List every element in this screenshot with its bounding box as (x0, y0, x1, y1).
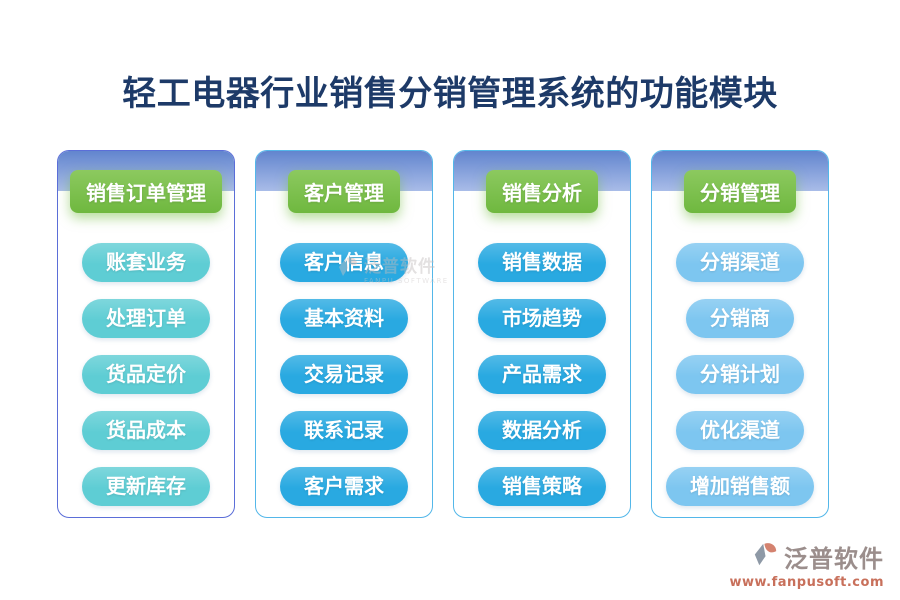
module-item[interactable]: 分销计划 (676, 355, 804, 394)
module-item[interactable]: 货品成本 (82, 411, 210, 450)
module-item[interactable]: 增加销售额 (666, 467, 814, 506)
module-item[interactable]: 联系记录 (280, 411, 408, 450)
module-item[interactable]: 销售策略 (478, 467, 606, 506)
module-item[interactable]: 数据分析 (478, 411, 606, 450)
module-header[interactable]: 销售订单管理 (70, 170, 222, 213)
module-items: 分销渠道分销商分销计划优化渠道增加销售额 (652, 243, 828, 506)
module-item[interactable]: 客户需求 (280, 467, 408, 506)
brand-footer: 泛普软件 www.fanpusoft.com (729, 539, 884, 590)
module-item[interactable]: 客户信息 (280, 243, 408, 282)
module-item[interactable]: 交易记录 (280, 355, 408, 394)
module-header[interactable]: 销售分析 (486, 170, 598, 213)
module-card-4: 分销管理分销渠道分销商分销计划优化渠道增加销售额 (651, 150, 829, 518)
module-header[interactable]: 客户管理 (288, 170, 400, 213)
module-columns: 销售订单管理账套业务处理订单货品定价货品成本更新库存客户管理客户信息基本资料交易… (57, 150, 829, 518)
module-item[interactable]: 市场趋势 (478, 299, 606, 338)
page-title: 轻工电器行业销售分销管理系统的功能模块 (122, 74, 778, 114)
module-items: 客户信息基本资料交易记录联系记录客户需求 (256, 243, 432, 506)
module-item[interactable]: 处理订单 (82, 299, 210, 338)
module-card-2: 客户管理客户信息基本资料交易记录联系记录客户需求 (255, 150, 433, 518)
module-item[interactable]: 基本资料 (280, 299, 408, 338)
module-header[interactable]: 分销管理 (684, 170, 796, 213)
module-card-1: 销售订单管理账套业务处理订单货品定价货品成本更新库存 (57, 150, 235, 518)
fanpu-logo-icon (752, 541, 779, 572)
module-item[interactable]: 销售数据 (478, 243, 606, 282)
module-card-3: 销售分析销售数据市场趋势产品需求数据分析销售策略 (453, 150, 631, 518)
module-item[interactable]: 账套业务 (82, 243, 210, 282)
module-items: 销售数据市场趋势产品需求数据分析销售策略 (454, 243, 630, 506)
module-item[interactable]: 优化渠道 (676, 411, 804, 450)
module-item[interactable]: 分销商 (686, 299, 794, 338)
module-item[interactable]: 货品定价 (82, 355, 210, 394)
brand-name: 泛普软件 (784, 545, 884, 573)
brand-url[interactable]: www.fanpusoft.com (729, 575, 884, 590)
module-item[interactable]: 分销渠道 (676, 243, 804, 282)
module-item[interactable]: 产品需求 (478, 355, 606, 394)
module-item[interactable]: 更新库存 (82, 467, 210, 506)
brand-row: 泛普软件 (729, 539, 884, 574)
module-items: 账套业务处理订单货品定价货品成本更新库存 (58, 243, 234, 506)
